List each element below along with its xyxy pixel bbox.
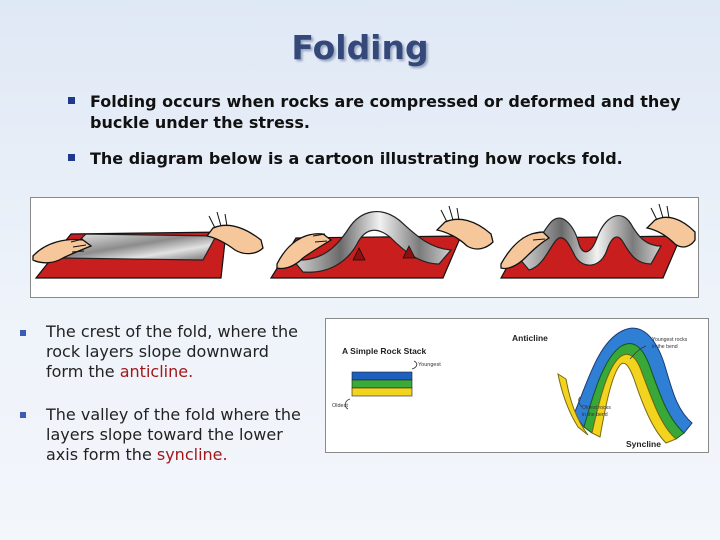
bullet-marker	[68, 154, 75, 161]
anticline-label: Anticline	[512, 333, 548, 343]
bullet-text: The valley of the fold where the layers …	[46, 405, 301, 465]
bullet-line: axis form the syncline.	[46, 445, 301, 465]
stage-folded	[499, 203, 696, 279]
hand-icon	[276, 233, 333, 270]
oldest-bend-label: in the bend	[582, 412, 608, 418]
bullet-text: The diagram below is a cartoon illustrat…	[90, 148, 623, 169]
bullet-line: buckle under the stress.	[90, 113, 310, 132]
bullet-text: The crest of the fold, where the rock la…	[46, 322, 298, 382]
oldest-bend-label: Oldest rocks	[582, 405, 611, 411]
youngest-bend-label: Youngest rocks	[652, 337, 688, 343]
rock-stack	[351, 371, 413, 397]
youngest-label: Youngest	[418, 362, 441, 368]
oldest-label: Oldest	[332, 403, 348, 409]
bullet-marker	[20, 330, 26, 336]
hand-icon	[645, 203, 696, 248]
bullet-line-text: form the	[46, 362, 120, 381]
hand-icon	[435, 205, 494, 250]
bullet-line: layers slope toward the lower	[46, 425, 283, 444]
bullet-line: The diagram below is a cartoon illustrat…	[90, 149, 623, 168]
rock-sheet	[517, 215, 663, 271]
folding-cartoon	[30, 197, 699, 298]
bullet-text: Folding occurs when rocks are compressed…	[90, 91, 681, 133]
bullet-line-text: axis form the	[46, 445, 157, 464]
term-anticline: anticline.	[119, 362, 194, 381]
rock-stack-diagram-svg: A Simple Rock Stack Youngest Oldest Anti…	[332, 327, 693, 449]
folding-cartoon-svg	[32, 203, 696, 279]
bullet-line: The valley of the fold where the	[46, 405, 301, 424]
rock-sheet	[291, 211, 453, 273]
bullet-line: form the anticline.	[46, 362, 298, 382]
term-syncline: syncline.	[156, 445, 228, 464]
bullet-line: The crest of the fold, where the	[46, 322, 298, 341]
stage-flat	[32, 211, 264, 279]
bullet-line: rock layers slope downward	[46, 342, 269, 361]
hand-icon	[500, 231, 551, 270]
bullet-marker	[20, 412, 26, 418]
hand-icon	[32, 238, 93, 264]
bullet-marker	[68, 97, 75, 104]
slide-title: Folding	[291, 28, 429, 67]
syncline-label: Syncline	[626, 439, 661, 449]
hand-icon	[205, 211, 264, 255]
stack-title: A Simple Rock Stack	[342, 346, 427, 356]
rock-stack-diagram: A Simple Rock Stack Youngest Oldest Anti…	[325, 318, 709, 453]
bullet-line: Folding occurs when rocks are compressed…	[90, 92, 681, 111]
youngest-bend-label: in the bend	[652, 344, 678, 350]
stage-anticline	[269, 205, 494, 279]
fold-diagram	[557, 327, 693, 444]
